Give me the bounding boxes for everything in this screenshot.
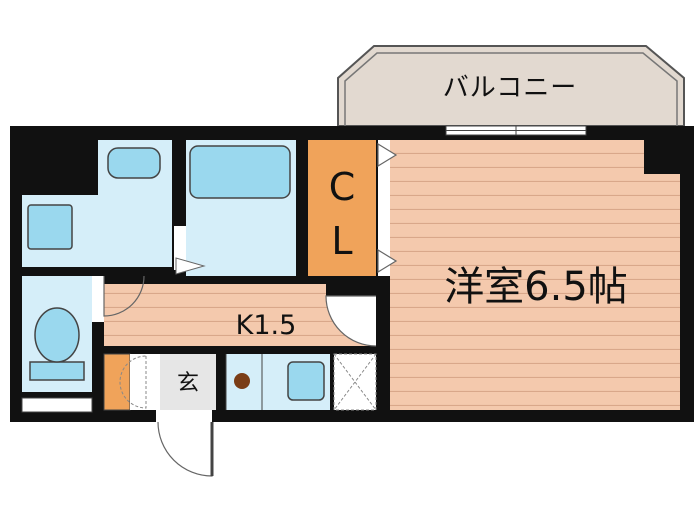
bath-door bbox=[175, 257, 206, 275]
shoe-cabinet-door bbox=[119, 355, 147, 409]
front-door-gap bbox=[156, 410, 212, 422]
kitchen-floor bbox=[104, 284, 326, 346]
western-room-label: 洋室6.5帖 bbox=[444, 264, 628, 310]
closet bbox=[308, 140, 376, 276]
entrance-floor bbox=[160, 354, 216, 410]
closet-door-gap bbox=[378, 140, 390, 276]
closet-label-c: C bbox=[329, 165, 356, 209]
stove-icon bbox=[234, 373, 250, 389]
washbasin-icon bbox=[107, 147, 161, 179]
room-corner-column bbox=[644, 126, 694, 174]
room-door-swing bbox=[325, 295, 377, 347]
shelf bbox=[21, 397, 93, 413]
front-door-swing bbox=[157, 421, 213, 477]
western-room-floor bbox=[390, 140, 680, 410]
kitchen-counter bbox=[225, 354, 330, 410]
toilet-icon bbox=[29, 307, 85, 381]
entrance-label: 玄 bbox=[177, 371, 199, 396]
bathtub-icon bbox=[189, 145, 291, 199]
toilet-door-gap bbox=[92, 276, 104, 322]
entrance-gap bbox=[130, 354, 160, 410]
balcony-window bbox=[445, 125, 587, 136]
fridge-space bbox=[333, 353, 377, 411]
closet-doors bbox=[377, 142, 398, 274]
balcony-label: バルコニー bbox=[443, 73, 577, 103]
toilet-door-swing bbox=[103, 275, 145, 317]
closet-label-l: L bbox=[331, 219, 352, 263]
washing-machine-icon bbox=[27, 204, 73, 250]
sink-icon bbox=[287, 361, 325, 401]
kitchen-label: K1.5 bbox=[236, 310, 297, 341]
shoe-cabinet bbox=[103, 353, 131, 411]
